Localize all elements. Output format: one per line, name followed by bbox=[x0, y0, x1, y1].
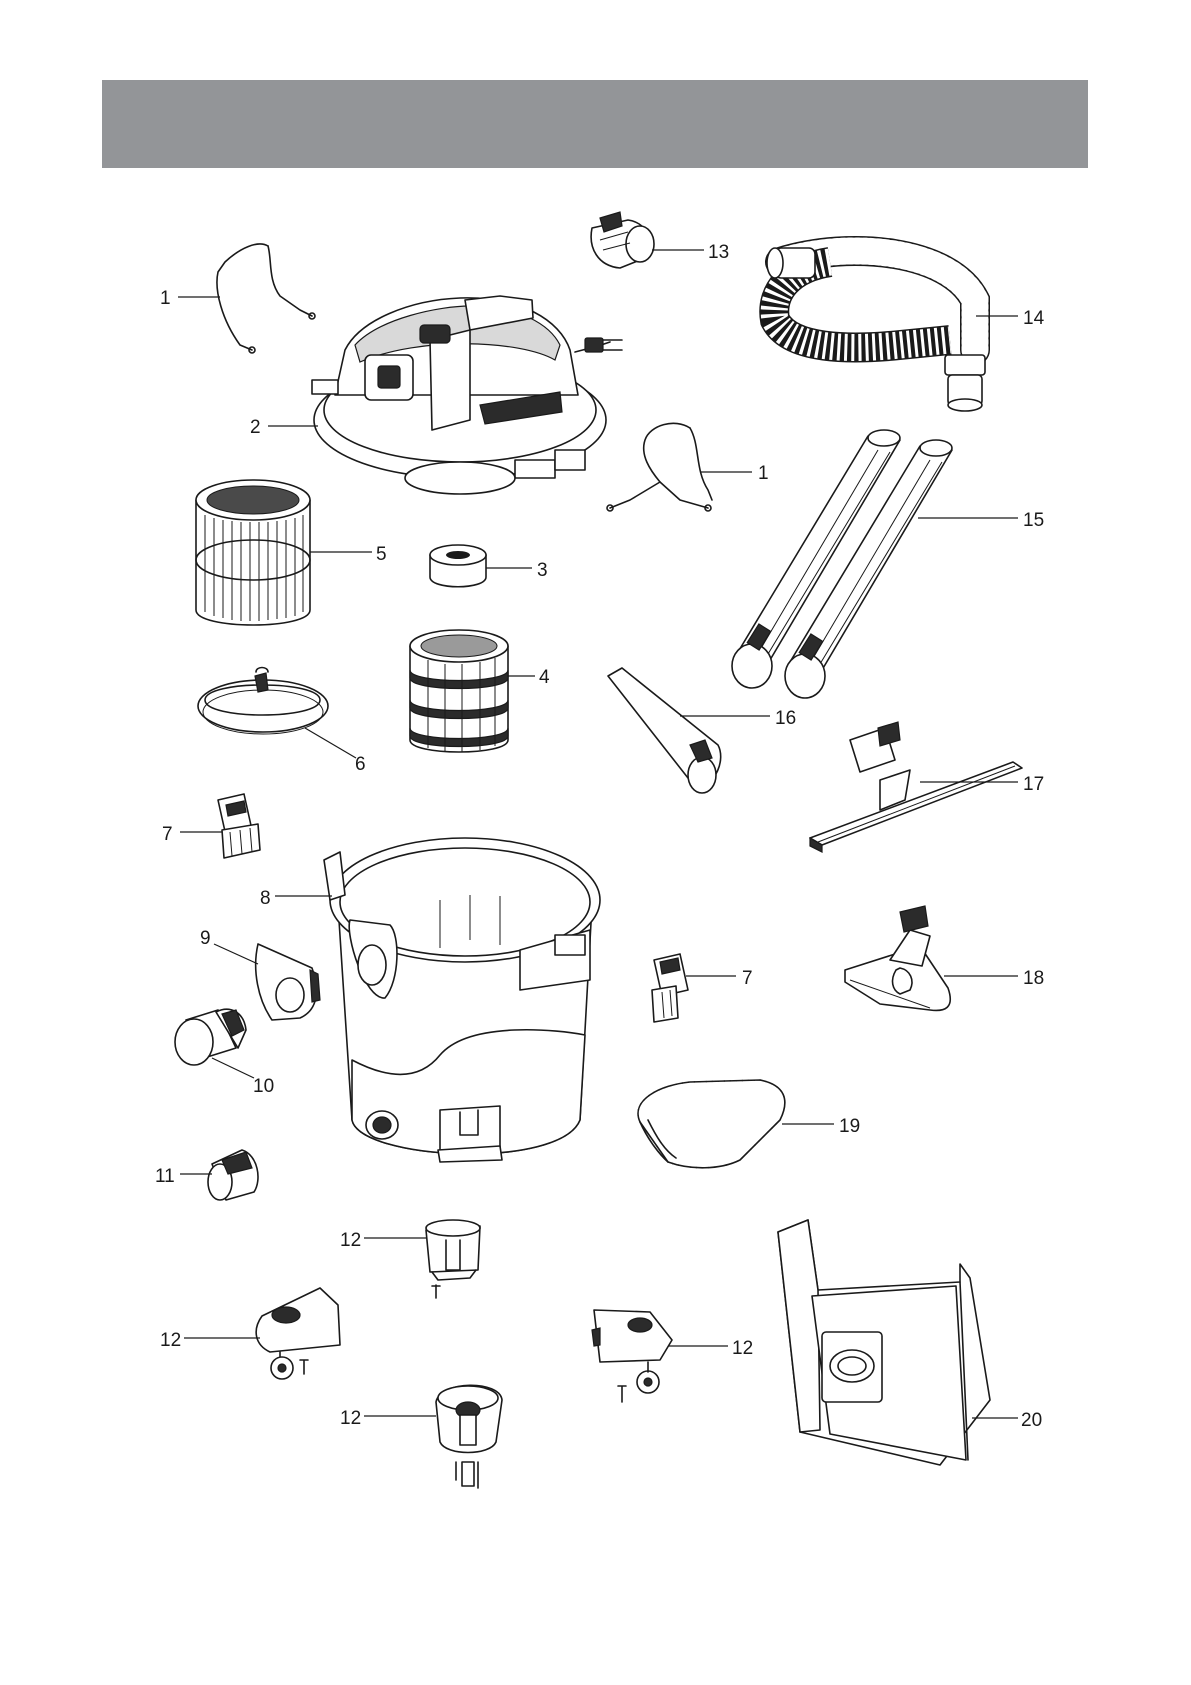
part-12-caster-left bbox=[256, 1288, 340, 1379]
callout-19: 19 bbox=[782, 1116, 860, 1137]
part-11-drain-cap bbox=[208, 1150, 258, 1200]
callout-label: 5 bbox=[376, 544, 387, 565]
callout-label: 1 bbox=[160, 288, 171, 309]
callout-11: 11 bbox=[155, 1166, 212, 1187]
part-12-caster-mount-top bbox=[426, 1220, 480, 1298]
callout-label: 3 bbox=[537, 560, 548, 581]
callout-label: 12 bbox=[732, 1338, 753, 1359]
callout-5: 5 bbox=[310, 544, 387, 565]
callout-label: 17 bbox=[1023, 774, 1044, 795]
callout-label: 11 bbox=[155, 1166, 175, 1187]
callout-16: 16 bbox=[680, 708, 796, 729]
part-4-filter-cage bbox=[410, 630, 508, 752]
callout-4: 4 bbox=[508, 667, 550, 688]
callout-10: 10 bbox=[212, 1058, 274, 1097]
callout-15: 15 bbox=[918, 510, 1044, 531]
callout-label: 12 bbox=[340, 1408, 361, 1429]
part-16-crevice-tool bbox=[608, 668, 721, 793]
callout-label: 2 bbox=[250, 417, 261, 438]
part-12-caster-right bbox=[592, 1310, 672, 1402]
part-20-dust-bag bbox=[778, 1220, 990, 1465]
part-7-latch-right bbox=[652, 954, 688, 1022]
part-5-cartridge-filter bbox=[196, 480, 310, 625]
part-18-utility-nozzle bbox=[845, 906, 950, 1010]
callout-label: 7 bbox=[162, 824, 173, 845]
callout-2: 2 bbox=[250, 417, 318, 438]
callout-18: 18 bbox=[944, 968, 1044, 989]
callout-9: 9 bbox=[200, 928, 258, 964]
callout-label: 13 bbox=[708, 242, 729, 263]
callout-12-left: 12 bbox=[160, 1330, 260, 1351]
callout-20: 20 bbox=[972, 1410, 1042, 1431]
callout-label: 20 bbox=[1021, 1410, 1042, 1431]
callout-label: 15 bbox=[1023, 510, 1044, 531]
callout-6: 6 bbox=[305, 728, 366, 775]
callout-1-left: 1 bbox=[160, 288, 220, 309]
callout-3: 3 bbox=[486, 560, 548, 581]
part-12-caster-bottom bbox=[436, 1385, 502, 1488]
callout-label: 12 bbox=[160, 1330, 181, 1351]
part-14-flexible-hose bbox=[767, 248, 985, 411]
part-1-handle-wire-left bbox=[217, 244, 315, 353]
callout-13: 13 bbox=[652, 242, 729, 263]
callout-12-bottom: 12 bbox=[340, 1408, 436, 1429]
callout-7-left: 7 bbox=[162, 824, 222, 845]
callout-label: 7 bbox=[742, 968, 753, 989]
part-10-inlet-adapter bbox=[175, 1009, 246, 1065]
part-17-floor-nozzle bbox=[810, 722, 1022, 852]
callout-1-right: 1 bbox=[700, 463, 769, 484]
part-19-cloth-filter bbox=[638, 1080, 785, 1168]
part-9-deflector bbox=[256, 944, 320, 1020]
part-8-collection-tank bbox=[324, 838, 600, 1162]
callout-label: 12 bbox=[340, 1230, 361, 1251]
callout-label: 8 bbox=[260, 888, 271, 909]
callout-label: 9 bbox=[200, 928, 211, 949]
callout-7-right: 7 bbox=[686, 968, 753, 989]
part-7-latch-left bbox=[218, 794, 260, 858]
callout-12-top: 12 bbox=[340, 1230, 426, 1251]
callout-label: 10 bbox=[253, 1076, 274, 1097]
callout-12-right: 12 bbox=[668, 1338, 753, 1359]
callout-label: 18 bbox=[1023, 968, 1044, 989]
callout-label: 6 bbox=[355, 754, 366, 775]
callout-label: 16 bbox=[775, 708, 796, 729]
callout-label: 14 bbox=[1023, 308, 1045, 329]
callout-label: 19 bbox=[839, 1116, 860, 1137]
part-2-motor-head bbox=[312, 296, 622, 494]
callout-label: 1 bbox=[758, 463, 769, 484]
callout-label: 4 bbox=[539, 667, 550, 688]
part-1-handle-wire-right bbox=[607, 423, 712, 511]
part-3-foam-ring bbox=[430, 545, 486, 587]
part-13-adapter-nozzle bbox=[591, 212, 654, 268]
callout-8: 8 bbox=[260, 888, 332, 909]
part-6-filter-lid bbox=[198, 668, 328, 735]
